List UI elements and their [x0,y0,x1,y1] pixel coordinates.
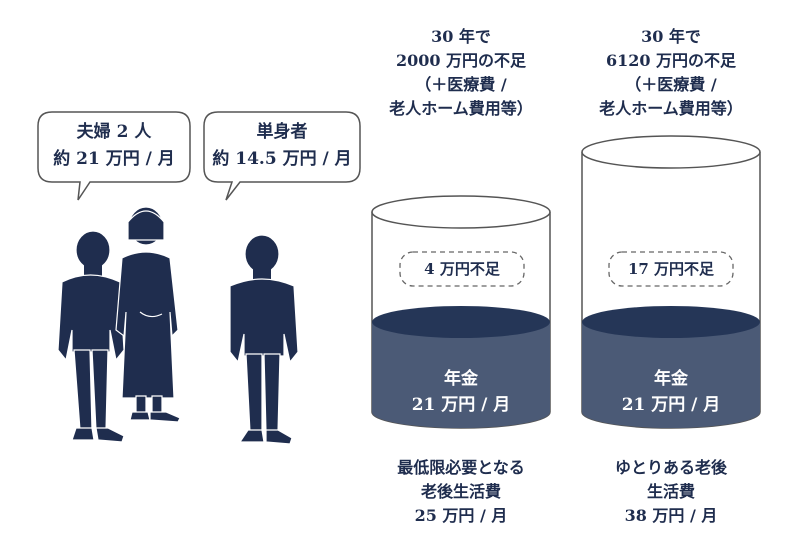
deficit-box [608,251,734,287]
deficit-label: 4 万円不足 [424,260,500,278]
couple-expense-label: 夫婦 2 人 約 21 万円 / 月 [53,122,175,169]
pension-label: 年金 21 万円 / 月 [621,369,721,415]
woman-figure [115,206,181,423]
total-expense-label: ゆとりある老後 生活費 38 万円 / 月 [614,458,727,525]
speech-bubble-single [203,111,361,201]
cylinder-comfortable [581,135,761,429]
man-figure [57,230,125,443]
shortage-title: 30 年で 2000 万円の不足 （＋医療費 / 老人ホーム費用等） [389,27,533,118]
single-man-figure [229,234,299,445]
deficit-label: 17 万円不足 [627,260,715,278]
pension-label: 年金 21 万円 / 月 [411,369,511,415]
speech-bubble-couple [37,111,191,201]
single-expense-label: 単身者 約 14.5 万円 / 月 [212,122,352,169]
deficit-box [399,251,525,287]
shortage-title: 30 年で 6120 万円の不足 （＋医療費 / 老人ホーム費用等） [599,27,743,118]
cylinder-minimum [371,195,551,429]
total-expense-label: 最低限必要となる 老後生活費 25 万円 / 月 [397,458,525,525]
